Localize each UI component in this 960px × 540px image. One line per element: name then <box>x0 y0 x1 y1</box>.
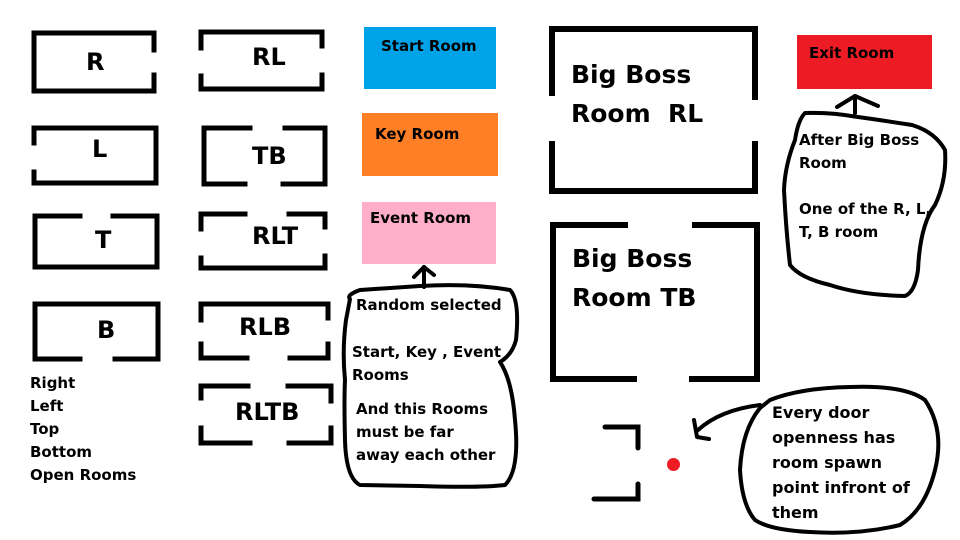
key-room-label: Key Room <box>375 125 460 143</box>
big-boss-rl-line: Big Boss <box>571 60 692 89</box>
spawn-note-line: them <box>772 503 819 522</box>
room-rlt-label: RLT <box>252 222 299 250</box>
room-rlb-label: RLB <box>239 313 292 341</box>
random-note-text-2: Start, Key , Event <box>352 343 502 361</box>
big-boss-rl-outline <box>549 26 758 194</box>
start-room: Start Room <box>364 27 496 89</box>
random-note-bubble <box>341 283 520 489</box>
big-boss-rl-label: Big Boss Room RL <box>571 55 703 133</box>
exit-room: Exit Room <box>797 35 932 89</box>
event-room-label: Event Room <box>370 209 472 227</box>
exit-note-text-3: One of the R, L, <box>799 200 932 218</box>
room-b-outline <box>32 301 161 362</box>
room-tb-label: TB <box>252 142 287 170</box>
big-boss-tb-outline <box>550 222 760 382</box>
legend-item: Bottom <box>30 443 93 461</box>
legend-item: Right <box>30 374 76 392</box>
room-t-label: T <box>95 226 112 254</box>
legend-item: Open Rooms <box>30 466 137 484</box>
key-room: Key Room <box>362 113 498 176</box>
exit-note-bubble <box>782 110 948 298</box>
legend-item: Left <box>30 397 64 415</box>
room-rl-label: RL <box>252 43 286 71</box>
spawn-note-line: point infront of <box>772 478 910 497</box>
spawn-note-line: room spawn <box>772 453 883 472</box>
exit-note-text-2: Room <box>799 154 847 172</box>
arrow-to-exit-room <box>835 94 880 115</box>
exit-room-label: Exit Room <box>809 44 895 62</box>
random-note-text-5: must be far <box>356 423 454 441</box>
exit-note-text-1: After Big Boss <box>799 131 920 149</box>
big-boss-rl-line: Room RL <box>571 99 704 128</box>
random-note-text-6: away each other <box>356 446 496 464</box>
room-r-label: R <box>86 48 105 76</box>
spawn-point-dot <box>667 458 680 471</box>
event-room: Event Room <box>362 202 496 264</box>
room-rlt-outline <box>198 211 328 271</box>
spawn-note-line: openness has <box>772 428 896 447</box>
big-boss-tb-line: Big Boss <box>572 244 693 273</box>
random-note-text-4: And this Rooms <box>356 400 489 418</box>
room-b-label: B <box>97 316 116 344</box>
room-rltb-label: RLTB <box>235 398 300 426</box>
room-l-outline <box>31 125 159 186</box>
room-tb-outline <box>201 125 328 187</box>
room-r-outline <box>31 30 157 94</box>
arrow-to-door <box>692 403 762 441</box>
big-boss-tb-label: Big Boss Room TB <box>572 239 696 317</box>
legend-item: Top <box>30 420 60 438</box>
start-room-label: Start Room <box>381 37 477 55</box>
room-rlb-outline <box>198 301 331 361</box>
arrow-to-event-room <box>412 265 436 289</box>
room-rl-outline <box>198 29 325 92</box>
exit-note-text-4: T, B room <box>799 223 879 241</box>
room-l-label: L <box>92 135 108 163</box>
random-note-text-3: Rooms <box>352 366 409 384</box>
spawn-note-line: Every door <box>772 403 870 422</box>
legend: Right Left Top Bottom Open Rooms <box>30 372 136 487</box>
big-boss-tb-line: Room TB <box>572 283 697 312</box>
spawn-note-text: Every door openness has room spawn point… <box>772 400 910 525</box>
spawn-note-bubble <box>738 384 941 535</box>
door-example-outline <box>591 424 641 502</box>
room-rltb-outline <box>198 383 334 446</box>
room-t-outline <box>32 213 160 270</box>
random-note-text-1: Random selected <box>356 296 502 314</box>
